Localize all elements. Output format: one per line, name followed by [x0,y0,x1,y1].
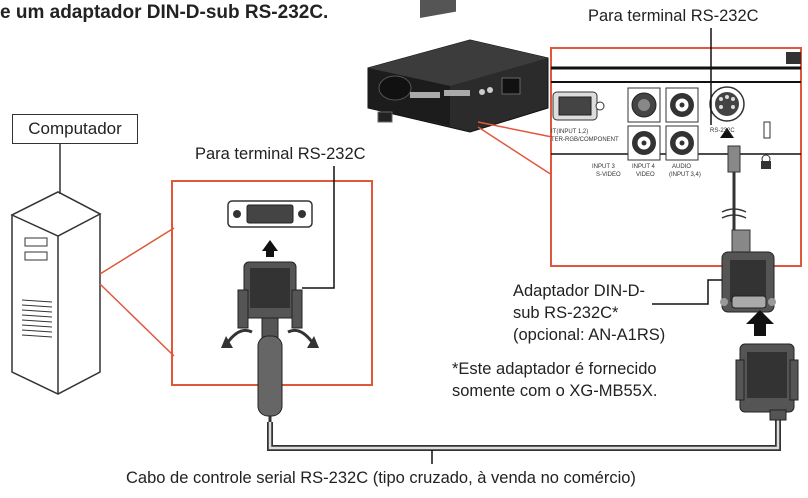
serial-cable [257,335,781,464]
heading: e um adaptador DIN-D-sub RS-232C. [0,2,329,23]
panel-label-video: VIDEO [636,172,655,178]
footnote-line1: *Este adaptador é fornecido [452,360,657,378]
adapter-label-line3: (opcional: AN-A1RS) [513,326,666,344]
adapter-label-line2: sub RS-232C* [513,304,619,322]
panel-label-rgb-component: TER-RGB/COMPONENT [551,137,619,143]
cable-dsub-connector [735,343,799,421]
panel-label-input3: INPUT 3 [592,164,615,170]
din-dsub-adapter [720,229,776,336]
panel-label-svideo: S-VIDEO [596,172,621,178]
footnote-line2: somente com o XG-MB55X. [452,382,658,400]
computer-label: Computador [12,114,138,144]
panel-label-input34: (INPUT 3,4) [669,172,701,178]
panel-label-rs232c: RS-232C [710,128,735,134]
panel-label-input12: IT(INPUT 1,2) [551,129,589,135]
cable-label: Cabo de controle serial RS-232C (tipo cr… [126,469,636,487]
label-rs232c-projector: Para terminal RS-232C [588,7,759,25]
panel-label-input4: INPUT 4 [632,164,655,170]
panel-label-audio: AUDIO [672,164,692,170]
label-rs232c-computer: Para terminal RS-232C [195,145,366,163]
projector-illustration [367,0,549,133]
adapter-label-line1: Adaptador DIN-D- [513,282,646,300]
computer-illustration [10,144,175,395]
projector-panel-callout [550,47,802,267]
